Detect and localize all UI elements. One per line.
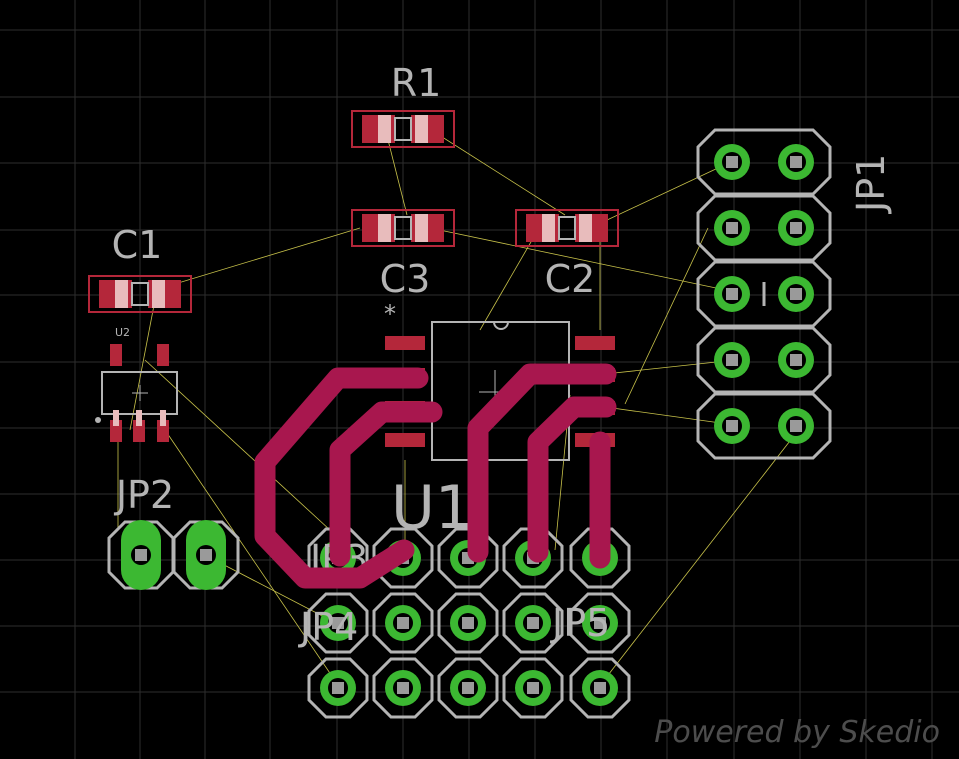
c3-label: C3 <box>380 257 431 301</box>
jp1-header[interactable]: JP1 <box>696 128 893 460</box>
u1-label: U1 <box>391 473 473 543</box>
r1-label: R1 <box>391 61 442 105</box>
c1-label: C1 <box>112 223 163 267</box>
jp4-label: JP4 <box>298 605 358 649</box>
u2-label: U2 <box>115 326 130 339</box>
c3-component[interactable]: C3 <box>351 209 455 301</box>
jp2-header[interactable]: JP2 <box>107 473 240 590</box>
jp2-label: JP2 <box>114 473 174 517</box>
c2-label: C2 <box>545 257 596 301</box>
c2-component[interactable]: C2 <box>515 209 619 301</box>
u2-component[interactable]: U2 <box>95 326 178 442</box>
jp5-label: JP5 <box>550 601 610 645</box>
watermark: Powered by Skedio <box>654 715 940 750</box>
c1-component[interactable]: C1 <box>88 223 192 313</box>
jp1-label: JP1 <box>849 154 893 214</box>
r1-component[interactable]: R1 <box>351 61 455 148</box>
copper-traces <box>254 363 617 589</box>
pin1-marker: * <box>384 300 396 328</box>
